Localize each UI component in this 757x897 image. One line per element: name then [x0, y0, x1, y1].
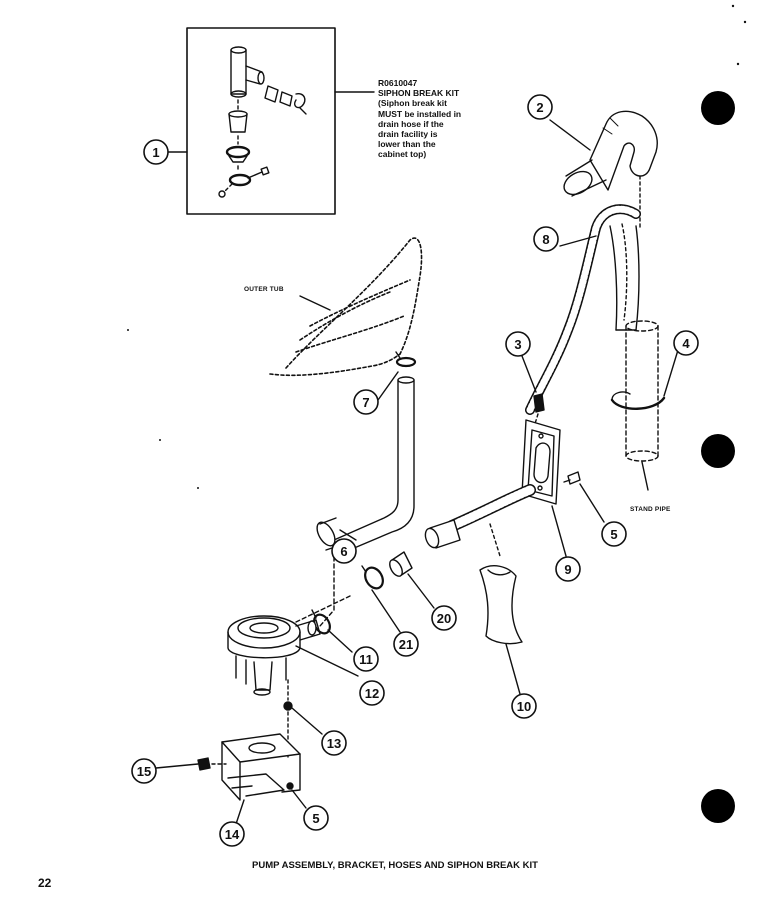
callout-9: 9: [555, 556, 581, 582]
callout-5-lower: 5: [303, 805, 329, 831]
svg-text:10: 10: [517, 699, 531, 714]
callout-10: 10: [511, 693, 537, 719]
callouts: 1 2 8 3 4 7 5 9 6 20 21 10 11 12 13 15 1…: [131, 94, 699, 847]
part-pump: [227, 615, 321, 696]
svg-text:7: 7: [362, 395, 369, 410]
siphon-kit-parts: [218, 46, 307, 198]
svg-text:20: 20: [437, 611, 451, 626]
callout-20: 20: [431, 605, 457, 631]
part-screw-bracket: [197, 757, 211, 771]
callout-3: 3: [505, 331, 531, 357]
binder-hole-middle: [701, 434, 735, 468]
svg-text:3: 3: [514, 337, 521, 352]
svg-text:15: 15: [137, 764, 151, 779]
svg-text:12: 12: [365, 686, 379, 701]
svg-text:4: 4: [682, 336, 690, 351]
binder-hole-top: [701, 91, 735, 125]
part-stand-pipe: [610, 320, 666, 462]
svg-text:21: 21: [399, 637, 413, 652]
siphon-kit-box: [186, 27, 336, 215]
part-coupling-clamp: [361, 565, 384, 590]
callout-6: 6: [331, 538, 357, 564]
part-tub-hose: [316, 376, 415, 555]
callout-15: 15: [131, 758, 157, 784]
part-screw-upper: [563, 471, 581, 485]
svg-text:5: 5: [312, 811, 319, 826]
part-washer: [283, 701, 293, 711]
svg-text:8: 8: [542, 232, 549, 247]
svg-text:1: 1: [152, 145, 159, 160]
stand-pipe-label: STAND PIPE: [630, 506, 671, 513]
callout-14: 14: [219, 821, 245, 847]
part-hose-cover: [479, 565, 523, 645]
svg-text:14: 14: [225, 827, 240, 842]
kit-title: SIPHON BREAK KIT: [378, 88, 460, 99]
callout-13: 13: [321, 730, 347, 756]
part-hose-clip: [533, 393, 545, 413]
part-screw-lower: [286, 782, 294, 790]
figure-caption: PUMP ASSEMBLY, BRACKET, HOSES AND SIPHON…: [252, 860, 538, 871]
part-hose-bracket: [521, 419, 561, 505]
callout-21: 21: [393, 631, 419, 657]
svg-text:2: 2: [536, 100, 543, 115]
svg-text:13: 13: [327, 736, 341, 751]
callout-5: 5: [601, 521, 627, 547]
part-drain-hose: [525, 204, 641, 415]
binder-hole-bottom: [701, 789, 735, 823]
outer-tub-outline: [269, 237, 423, 377]
part-coupling: [389, 551, 413, 577]
part-pump-bracket: [221, 733, 301, 801]
callout-8: 8: [533, 226, 559, 252]
kit-description: (Siphon break kit MUST be installed in d…: [378, 98, 462, 160]
outer-tub-label: OUTER TUB: [244, 286, 284, 293]
callout-1: 1: [143, 139, 169, 165]
svg-text:11: 11: [359, 652, 373, 667]
kit-part-number: R0610047: [378, 78, 418, 88]
part-siphon-elbow: [563, 110, 658, 197]
siphon-kit-note: R0610047 SIPHON BREAK KIT (Siphon break …: [378, 78, 508, 160]
binder-holes: [701, 91, 735, 823]
part-inner-drain-hose: [424, 484, 536, 549]
scan-specks: [127, 4, 747, 489]
callout-2: 2: [527, 94, 553, 120]
svg-text:6: 6: [340, 544, 347, 559]
callout-12: 12: [359, 680, 385, 706]
page-number: 22: [38, 876, 52, 890]
callout-7: 7: [353, 389, 379, 415]
callout-4: 4: [673, 330, 699, 356]
svg-text:5: 5: [610, 527, 617, 542]
callout-11: 11: [353, 646, 379, 672]
svg-text:9: 9: [564, 562, 571, 577]
part-hose-clamp: [395, 351, 417, 368]
